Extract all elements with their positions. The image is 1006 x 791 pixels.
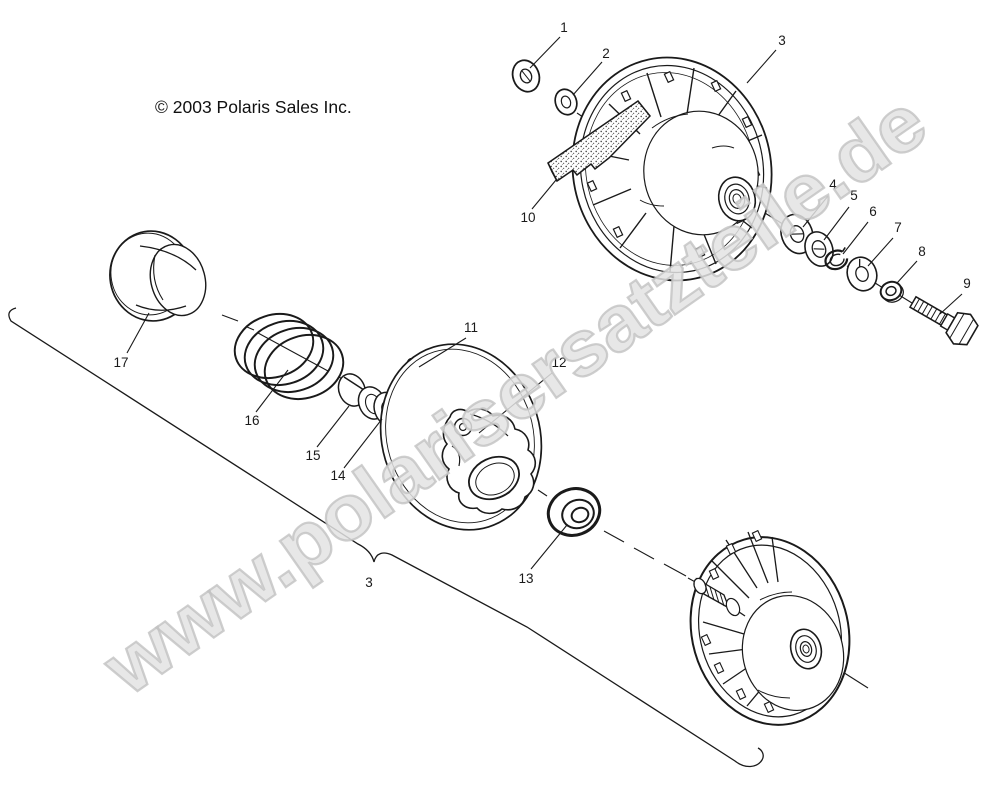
callout-1: 1 xyxy=(560,20,568,35)
cover-hub xyxy=(717,176,757,222)
callout-6: 6 xyxy=(869,204,877,219)
part-13-bearing xyxy=(546,487,602,537)
fan-spokes xyxy=(588,67,768,273)
callout-3-bottom: 3 xyxy=(365,575,373,590)
part-6-lock-clip xyxy=(824,247,849,271)
callout-16: 16 xyxy=(244,413,259,428)
callout-14: 14 xyxy=(330,468,346,483)
callout-17: 17 xyxy=(113,355,128,370)
copyright-text: © 2003 Polaris Sales Inc. xyxy=(155,97,352,117)
cam-screw-boss xyxy=(453,417,473,437)
part-17-retainer-cup xyxy=(109,230,207,322)
part-2-washer xyxy=(554,88,578,116)
assembly-brace xyxy=(8,307,764,768)
callout-15: 15 xyxy=(305,448,320,463)
part-8-nut xyxy=(879,280,904,303)
callout-leaders xyxy=(126,36,963,570)
callout-10: 10 xyxy=(520,210,535,225)
callout-13: 13 xyxy=(518,571,533,586)
callout-2: 2 xyxy=(602,46,610,61)
part-7-washer xyxy=(846,256,878,292)
callout-5: 5 xyxy=(850,188,858,203)
callout-11: 11 xyxy=(464,320,478,335)
part-1-washer xyxy=(511,59,541,93)
callout-7: 7 xyxy=(894,220,902,235)
clutch-fan-spokes xyxy=(702,531,779,707)
clutch-hub xyxy=(789,628,823,670)
callout-labels: 1 2 3 4 5 6 7 8 9 10 11 12 13 14 15 16 1… xyxy=(113,20,970,590)
callout-8: 8 xyxy=(918,244,926,259)
callout-4: 4 xyxy=(829,177,837,192)
callout-9: 9 xyxy=(963,276,971,291)
clutch-blade-tips xyxy=(700,529,775,714)
splined-shaft xyxy=(693,577,741,617)
callout-3-top: 3 xyxy=(778,33,786,48)
callout-12: 12 xyxy=(551,355,566,370)
part-12-sheave-and-cam xyxy=(379,343,543,531)
assembled-driven-clutch xyxy=(689,529,851,726)
part-16-spring xyxy=(233,313,345,400)
cam-center-bore xyxy=(468,455,520,501)
part-9-bolt xyxy=(908,295,979,346)
part-10-belt-fragment xyxy=(547,99,651,183)
